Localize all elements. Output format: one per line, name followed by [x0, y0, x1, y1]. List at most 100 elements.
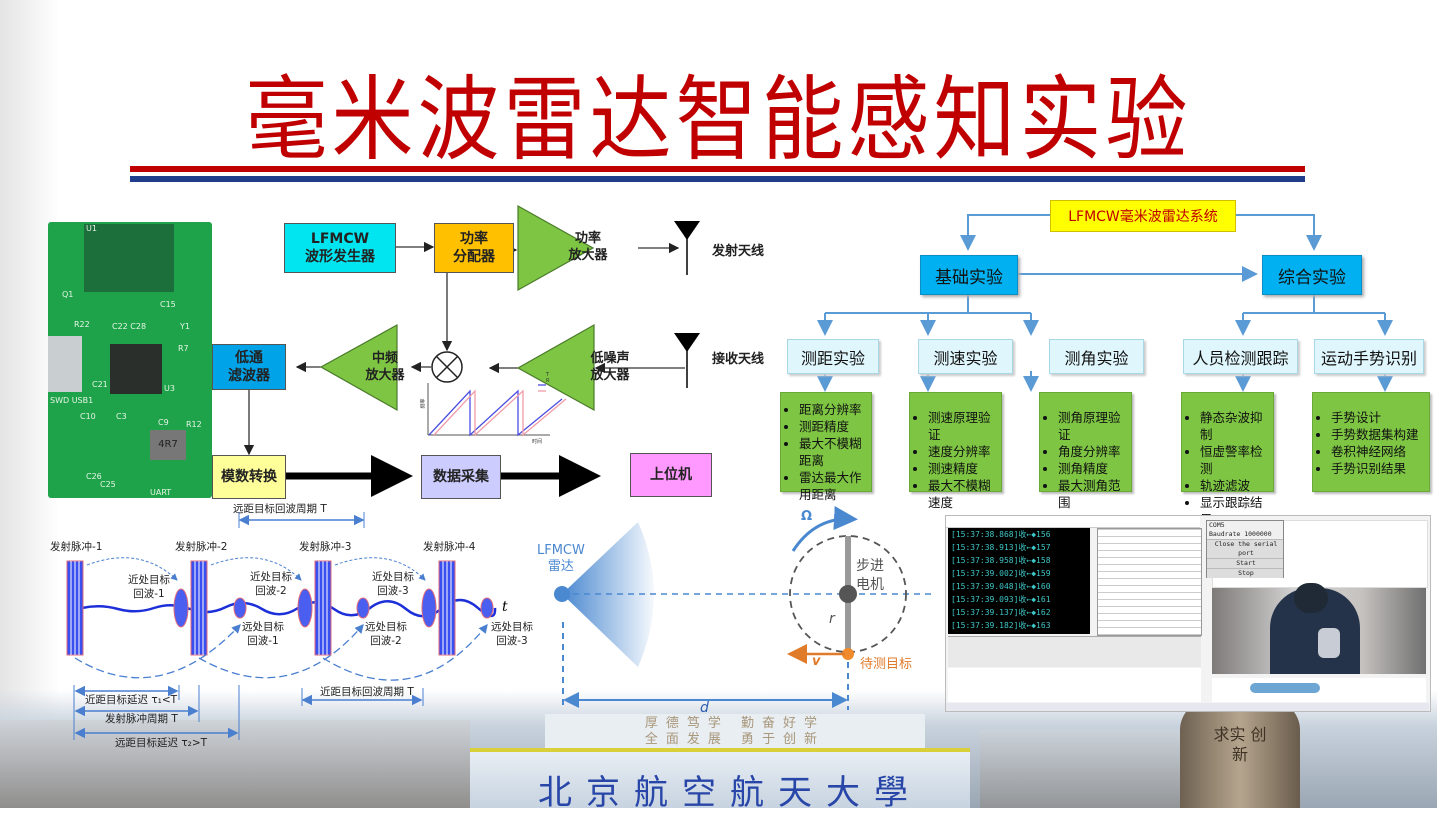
- pcb-label: C9: [158, 418, 169, 427]
- tree-exp-gesture: 运动手势识别: [1314, 339, 1424, 374]
- motor-hub: [839, 585, 857, 603]
- power-splitter-line2: 分配器: [453, 249, 495, 265]
- log-line: [15:37:38.868]收←◆156: [951, 530, 1051, 539]
- adc-block: 模数转换: [212, 455, 286, 499]
- far-echo-3: [480, 597, 494, 619]
- pulse-label-1: 发射脉冲-1: [50, 541, 103, 553]
- tree-item: 手势识别结果: [1331, 460, 1425, 477]
- if-amp-line1: 中频: [371, 351, 398, 366]
- host-pc-block: 上位机: [630, 453, 712, 497]
- tree-exp-ranging: 测距实验: [787, 339, 879, 374]
- port-label: COM5: [1209, 521, 1225, 529]
- pulse-label-2: 发射脉冲-2: [175, 541, 228, 553]
- log-line: [15:37:38.958]收←◆158: [951, 556, 1051, 565]
- time-axis-label: t: [502, 599, 508, 615]
- near-echo-1: [173, 588, 189, 628]
- tree-item: 距离分辨率: [799, 401, 867, 418]
- log-line: [15:37:39.093]收←◆161: [951, 595, 1051, 604]
- pcb-label: UART: [150, 488, 172, 497]
- near-echo-3-l2: 回波-3: [377, 585, 409, 597]
- flower-bed: [470, 748, 970, 754]
- far-echo-3-l2: 回波-3: [496, 635, 528, 647]
- radar-label-l2: 雷达: [547, 559, 574, 574]
- statue: [1180, 700, 1300, 808]
- near-echo-1-l2: 回波-1: [133, 588, 165, 600]
- stop-button[interactable]: Stop: [1207, 568, 1283, 578]
- taskbar: [946, 703, 1429, 711]
- tree-items-tracking: 静态杂波抑制 恒虚警率检测 轨迹滤波 显示跟踪结果: [1181, 392, 1274, 527]
- chirp-rx-line: [433, 389, 567, 437]
- near-echo-3-l1: 近处目标: [372, 571, 414, 583]
- near-echo-2-l2: 回波-2: [255, 585, 287, 597]
- rx-antenna-label: 接收天线: [712, 352, 765, 367]
- tree-exp-velocity: 测速实验: [918, 339, 1013, 374]
- pcb-label: R12: [186, 420, 202, 429]
- far-echo-2: [356, 597, 370, 619]
- tree-item: 恒虚警率检测: [1200, 443, 1269, 477]
- pcb-label: SWD USB1: [50, 396, 94, 405]
- motto-stone: [545, 714, 925, 750]
- inductor: 4R7: [150, 430, 186, 460]
- power-amp-line1: 功率: [574, 231, 601, 246]
- far-echo-label-1: 远处目标回波-1: [242, 620, 284, 648]
- waveform-generator-line1: LFMCW: [310, 231, 370, 247]
- tree-item: 测速精度: [928, 460, 997, 477]
- baud-value[interactable]: 1000000: [1244, 530, 1272, 538]
- tree-item: 卷积神经网络: [1331, 443, 1425, 460]
- tree-connectors: [817, 214, 1393, 392]
- near-echo-label-2: 近处目标回波-2: [250, 570, 292, 598]
- log-line: [15:37:39.182]收←◆163: [951, 621, 1051, 630]
- far-echo-3-l1: 远处目标: [491, 621, 533, 633]
- near-echo-1-l1: 近处目标: [128, 574, 170, 586]
- tree-items-ranging: 距离分辨率 测距精度 最大不模糊距离 雷达最大作用距离: [780, 392, 872, 502]
- baud-row: Baudrate 1000000: [1207, 530, 1283, 539]
- chirp-legend-r: R: [546, 378, 550, 384]
- tree-item: 雷达最大作用距离: [799, 469, 867, 503]
- trajectory-trace: [1250, 683, 1320, 693]
- pulse-period-label: 发射脉冲周期 T: [105, 713, 178, 725]
- serial-settings-panel: COM5 Baudrate 1000000 Close the serial p…: [1206, 520, 1284, 578]
- tree-item: 最大测角范围: [1058, 477, 1127, 511]
- pcb-label: C25: [100, 480, 116, 489]
- pcb-label: C26: [86, 472, 102, 481]
- pulse-label-3: 发射脉冲-3: [299, 541, 352, 553]
- tree-items-angle: 测角原理验证 角度分辨率 测角精度 最大测角范围: [1039, 392, 1132, 510]
- power-amp-label: 功率放大器: [558, 230, 618, 264]
- motor-label: 步进 电机: [856, 557, 884, 595]
- far-echo-1-l2: 回波-1: [247, 635, 279, 647]
- tree-exp-tracking: 人员检测跟踪: [1183, 339, 1298, 374]
- tree-item: 测角精度: [1058, 460, 1127, 477]
- tree-item: 轨迹滤波: [1200, 477, 1269, 494]
- statue-text: 求实 创新: [1213, 725, 1267, 764]
- pcb-label: U3: [164, 384, 175, 393]
- title-rule-red: [130, 166, 1305, 172]
- lna-label: 低噪声放大器: [580, 350, 640, 384]
- motor-label-l1: 步进: [856, 558, 884, 574]
- omega-label: Ω: [801, 509, 813, 524]
- usb-connector: [48, 336, 82, 392]
- near-echo-label-1: 近处目标回波-1: [128, 573, 170, 601]
- person-head: [1294, 583, 1328, 613]
- pcb-label: U1: [86, 224, 97, 233]
- chirp-tx-line: [428, 389, 563, 437]
- chirp-ylabel: 频率: [420, 398, 427, 409]
- target-label: 待测目标: [860, 657, 913, 672]
- if-amp-label: 中频放大器: [360, 350, 410, 384]
- tree-item: 测角原理验证: [1058, 409, 1127, 443]
- pcb-label: Y1: [180, 322, 190, 331]
- close-port-button[interactable]: Close the serial port: [1207, 539, 1283, 558]
- start-button[interactable]: Start: [1207, 558, 1283, 568]
- near-period-label: 近距目标回波周期 T: [320, 686, 414, 698]
- name-stone: [470, 752, 970, 808]
- command-list-grid: [1097, 528, 1202, 636]
- tree-item: 速度分辨率: [928, 443, 997, 460]
- tree-item: 测速原理验证: [928, 409, 997, 443]
- radar-device-in-hand: [1318, 628, 1340, 658]
- tree-items-gesture: 手势设计 手势数据集构建 卷积神经网络 手势识别结果: [1312, 392, 1430, 492]
- far-echo-2-l1: 远处目标: [365, 621, 407, 633]
- pcb-label: C21: [92, 380, 108, 389]
- tree-root-node: LFMCW毫米波雷达系统: [1050, 200, 1236, 232]
- chirp-xlabel: 时间: [532, 439, 543, 445]
- tree-item: 角度分辨率: [1058, 443, 1127, 460]
